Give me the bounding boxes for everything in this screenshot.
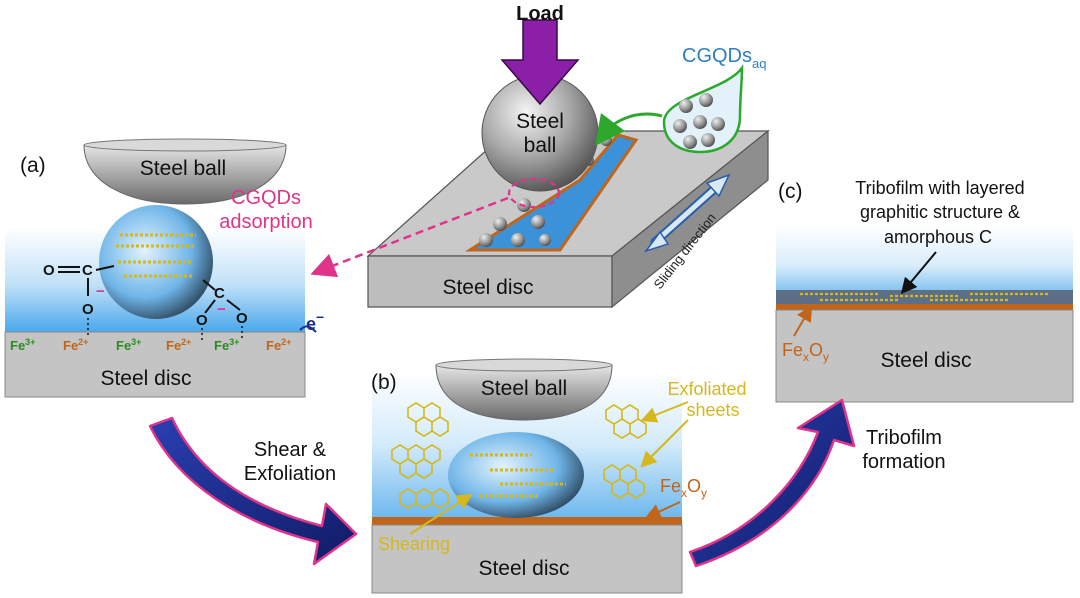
exfoliated-pointer-1	[640, 401, 689, 423]
svg-text:−: −	[217, 301, 226, 318]
shearing-pointer	[409, 493, 473, 535]
panel-c-title-3: amorphous C	[884, 227, 992, 247]
panel-a: Steel disc Steel ball (a) CGQDs adsorpti…	[4, 138, 324, 398]
panel-c-title-1: Tribofilm with layered	[855, 178, 1024, 198]
ion-4: Fe3+	[214, 337, 239, 353]
electron-label: e−	[306, 309, 324, 334]
zoom-arrow	[310, 196, 509, 278]
panel-c-disc-label: Steel disc	[880, 349, 971, 372]
panel-c-graphitic-layers	[800, 292, 1050, 302]
sliding-direction-arrow	[644, 173, 731, 253]
ion-2: Fe3+	[116, 337, 141, 353]
panel-a-carboxyl-right: C − O O	[196, 279, 248, 340]
iron-ion-row: Fe3+ Fe2+ Fe3+ Fe2+ Fe3+ Fe2+	[10, 337, 291, 353]
cgqds-aq-label: CGQDsaq	[682, 45, 766, 71]
load-label: Load	[516, 3, 564, 25]
panel-c-title-2: graphitic structure &	[860, 202, 1020, 222]
svg-text:O: O	[43, 262, 55, 279]
svg-text:O: O	[236, 310, 248, 327]
adsorption-line-1: CGQDs	[231, 187, 301, 209]
ion-0: Fe3+	[10, 337, 35, 353]
panel-a-disc	[4, 331, 306, 398]
ion-1: Fe2+	[63, 337, 88, 353]
top-disc-label: Steel disc	[442, 276, 533, 299]
panel-a-graphene-layers	[116, 233, 196, 278]
panel-c-tribofilm	[776, 290, 1073, 304]
panel-a-letter: (a)	[20, 154, 46, 177]
water-track	[464, 133, 639, 252]
load-arrow	[500, 19, 580, 106]
panel-b-disc	[371, 524, 683, 594]
exfoliated-sheet-icons	[391, 402, 647, 509]
adsorption-line-2: adsorption	[219, 211, 312, 233]
exfoliated-pointer-2	[640, 419, 689, 468]
panel-a-ball-label: Steel ball	[140, 157, 226, 180]
panel-c-fluid	[776, 226, 1073, 293]
panel-b-steel-ball-cap	[435, 364, 613, 421]
panel-b-oxide-label: FexOy	[660, 476, 707, 500]
panel-a-carboxyl-left: O C − O	[43, 262, 115, 338]
panel-b-ball-label: Steel ball	[481, 377, 567, 400]
tribofilm-pointer	[900, 251, 937, 295]
panel-b-oxide-layer	[372, 517, 682, 525]
svg-text:−: −	[96, 283, 105, 300]
svg-text:O: O	[196, 312, 208, 329]
panel-b-sheared-layers	[470, 453, 566, 498]
panel-b-sheared-particle	[448, 432, 584, 518]
tribo-label-2: formation	[862, 451, 945, 473]
panel-c-disc	[775, 309, 1074, 403]
panel-b: Steel disc Steel ball (b) Exfoliated she…	[371, 358, 747, 594]
panel-c-letter: (c)	[778, 180, 803, 203]
cgqds-droplet	[662, 64, 744, 154]
exfoliated-line-2: sheets	[686, 400, 739, 420]
panel-b-disc-label: Steel disc	[478, 557, 569, 580]
panel-c-oxide-label: FexOy	[782, 340, 829, 364]
electron-transfer-arrow	[299, 325, 317, 333]
panel-b-letter: (b)	[371, 371, 397, 394]
tribofilm-formation-arrow	[688, 398, 856, 568]
contact-zone-highlight	[507, 177, 561, 209]
tribo-label-1: Tribofilm	[866, 427, 942, 449]
exfoliated-line-1: Exfoliated	[667, 379, 746, 399]
panel-c-oxide-pointer	[793, 305, 813, 337]
panel-c-oxide-layer	[776, 304, 1073, 310]
panel-a-steel-ball-cap	[83, 144, 287, 205]
top-ball-label-2: ball	[524, 134, 557, 157]
svg-text:O: O	[82, 301, 94, 318]
ion-5: Fe2+	[266, 337, 291, 353]
shear-exfoliation-arrow	[148, 416, 358, 566]
top-ball-label-1: Steel	[516, 110, 564, 133]
shearing-label: Shearing	[378, 534, 450, 554]
shear-label-1: Shear &	[254, 439, 327, 461]
panel-b-oxide-pointer	[644, 501, 681, 519]
svg-text:C: C	[82, 262, 93, 279]
droplet-feed-arrow	[594, 112, 663, 146]
panel-a-disc-label: Steel disc	[100, 367, 191, 390]
panel-c: Steel disc (c) Tribofilm with layered gr…	[775, 178, 1074, 403]
ion-3: Fe2+	[166, 337, 191, 353]
svg-text:C: C	[214, 285, 225, 302]
shear-label-2: Exfoliation	[244, 463, 336, 485]
